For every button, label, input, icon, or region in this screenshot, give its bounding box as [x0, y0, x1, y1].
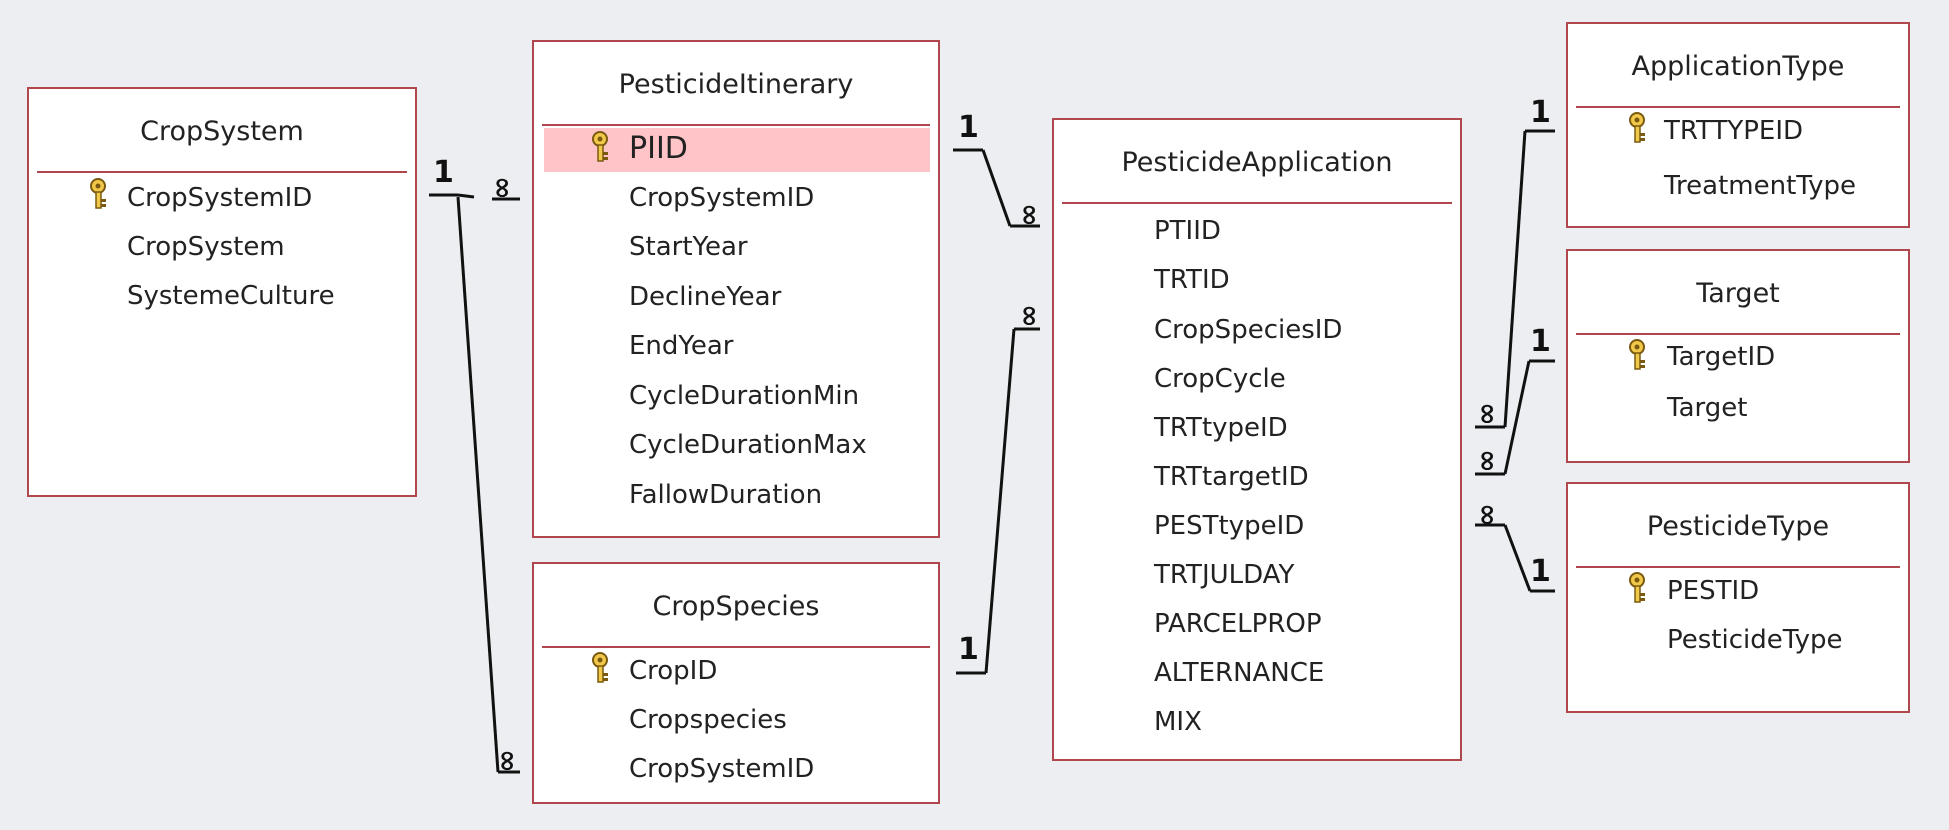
field-trttargetid[interactable]: TRTtargetID [1154, 462, 1309, 492]
table-pesticideapplication[interactable]: PesticideApplication PTIID TRTID CropSpe… [1052, 118, 1462, 761]
field-piid[interactable]: PIID [629, 131, 688, 166]
field-target[interactable]: Target [1667, 393, 1748, 423]
field-cropspecies[interactable]: Cropspecies [629, 705, 787, 735]
key-icon [1629, 112, 1645, 143]
cardinality-many-application-b: ∞ [1011, 304, 1045, 328]
cardinality-one-cropsystem: 1 [433, 155, 454, 190]
table-target[interactable]: Target TargetID Target [1566, 249, 1910, 463]
field-parcelprop[interactable]: PARCELPROP [1154, 609, 1322, 639]
field-fallowduration[interactable]: FallowDuration [629, 480, 823, 510]
cardinality-many-application-a: ∞ [1011, 203, 1045, 227]
table-pesticidetype[interactable]: PesticideType PESTID PesticideType [1566, 482, 1910, 713]
key-icon [90, 178, 106, 209]
field-cycledurationmin[interactable]: CycleDurationMin [629, 381, 860, 411]
field-cropsystemid[interactable]: CropSystemID [629, 754, 815, 784]
table-title: PesticideApplication [1062, 120, 1452, 204]
field-cropid[interactable]: CropID [629, 656, 718, 686]
table-title: ApplicationType [1576, 24, 1900, 108]
field-cropcycle[interactable]: CropCycle [1154, 364, 1286, 394]
field-cycledurationmax[interactable]: CycleDurationMax [629, 430, 867, 460]
table-cropsystem[interactable]: CropSystem CropSystemID CropSystem Syste… [27, 87, 417, 497]
table-title: PesticideItinerary [542, 42, 930, 126]
field-alternance[interactable]: ALTERNANCE [1154, 658, 1325, 688]
cardinality-one-itinerary: 1 [958, 110, 979, 145]
table-title: CropSpecies [542, 564, 930, 648]
cardinality-many-application-d: ∞ [1469, 449, 1503, 473]
table-applicationtype[interactable]: ApplicationType TRTTYPEID TreatmentType [1566, 22, 1910, 228]
field-ptiid[interactable]: PTIID [1154, 216, 1221, 246]
field-cropsystemid[interactable]: CropSystemID [629, 183, 815, 213]
field-declineyear[interactable]: DeclineYear [629, 282, 782, 312]
field-cropsystem[interactable]: CropSystem [127, 232, 285, 262]
table-title: CropSystem [37, 89, 407, 173]
cardinality-one-pesticidetype: 1 [1530, 554, 1551, 589]
key-icon [592, 652, 608, 683]
cardinality-many-application-e: ∞ [1469, 503, 1503, 527]
cardinality-one-applicationtype: 1 [1530, 95, 1551, 130]
cardinality-one-cropspecies: 1 [958, 632, 979, 667]
cardinality-one-target: 1 [1530, 324, 1551, 359]
field-trttypeid[interactable]: TRTTYPEID [1664, 116, 1804, 146]
field-pesticidetype[interactable]: PesticideType [1667, 625, 1843, 655]
selected-row-highlight [544, 128, 930, 172]
field-cropsystemid[interactable]: CropSystemID [127, 183, 313, 213]
field-trtjulday[interactable]: TRTJULDAY [1154, 560, 1295, 590]
cardinality-many-application-c: ∞ [1469, 402, 1503, 426]
field-pestid[interactable]: PESTID [1667, 576, 1760, 606]
table-cropspecies[interactable]: CropSpecies CropID Cropspecies CropSyste… [532, 562, 940, 804]
field-pesttypeid[interactable]: PESTtypeID [1154, 511, 1305, 541]
field-mix[interactable]: MIX [1154, 707, 1202, 737]
field-trttypeid[interactable]: TRTtypeID [1154, 413, 1288, 443]
cardinality-many-itinerary: ∞ [484, 176, 518, 200]
table-title: PesticideType [1576, 484, 1900, 568]
field-endyear[interactable]: EndYear [629, 331, 734, 361]
field-treatmenttype[interactable]: TreatmentType [1664, 171, 1857, 201]
field-systemeculture[interactable]: SystemeCulture [127, 281, 335, 311]
field-trtid[interactable]: TRTID [1154, 265, 1230, 295]
key-icon [592, 131, 608, 162]
cardinality-many-cropspecies: ∞ [489, 749, 523, 773]
field-cropspeciesid[interactable]: CropSpeciesID [1154, 315, 1343, 345]
table-pesticideitinerary[interactable]: PesticideItinerary PIID CropSystemID Sta… [532, 40, 940, 538]
field-startyear[interactable]: StartYear [629, 232, 748, 262]
field-targetid[interactable]: TargetID [1667, 342, 1776, 372]
key-icon [1629, 339, 1645, 370]
table-title: Target [1576, 251, 1900, 335]
key-icon [1629, 572, 1645, 603]
